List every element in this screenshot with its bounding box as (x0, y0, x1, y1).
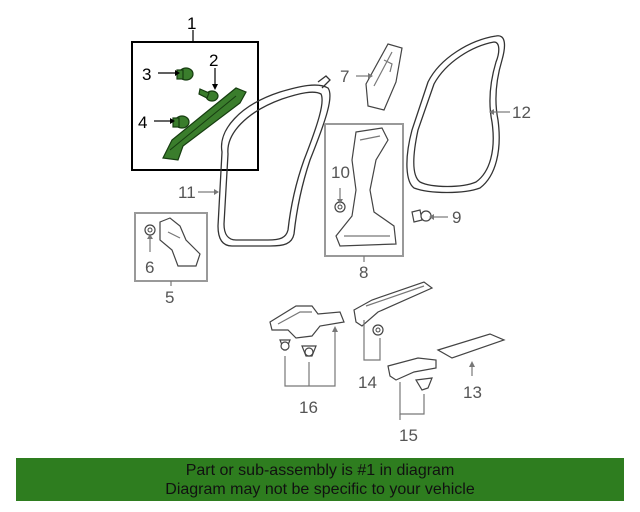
part-16-group[interactable]: 16 (269, 305, 345, 417)
callout-3: 3 (142, 65, 151, 84)
part-1-box (131, 41, 259, 171)
part-11-front-weatherstrip[interactable]: 11 (178, 75, 331, 247)
banner-line-1: Part or sub-assembly is #1 in diagram (185, 462, 455, 479)
callout-5: 5 (165, 288, 174, 307)
part-9-bolt[interactable]: 9 (411, 208, 461, 227)
part-7-upper-trim[interactable]: 7 (340, 43, 403, 111)
callout-6: 6 (145, 258, 154, 277)
callout-10: 10 (331, 163, 350, 182)
callout-13: 13 (463, 383, 482, 402)
part-14-group[interactable]: 14 (353, 281, 434, 392)
callout-2: 2 (209, 51, 218, 70)
part-1-group[interactable]: 1 3 2 4 (131, 14, 259, 171)
callout-4: 4 (138, 113, 147, 132)
part-5-group[interactable]: 6 5 (134, 212, 208, 307)
clip-3 (176, 67, 194, 81)
pillar-garnish (162, 87, 247, 161)
callout-8: 8 (359, 263, 368, 282)
callout-14: 14 (358, 373, 377, 392)
callout-12: 12 (512, 103, 531, 122)
info-banner: Part or sub-assembly is #1 in diagram Di… (16, 458, 624, 501)
part-15-group[interactable]: 15 (387, 357, 437, 445)
clip-2 (198, 88, 219, 102)
part-13-strip[interactable]: 13 (436, 333, 506, 402)
callout-15: 15 (399, 426, 418, 445)
clip-6 (144, 224, 156, 236)
clip-15 (415, 377, 433, 391)
banner-line-2: Diagram may not be specific to your vehi… (165, 481, 475, 498)
callout-11: 11 (178, 183, 196, 202)
clip-16b (301, 345, 317, 357)
callout-7: 7 (340, 67, 349, 86)
part-8-group[interactable]: 10 8 (324, 123, 404, 282)
clip-16a (279, 339, 291, 351)
clip-4 (172, 115, 190, 129)
callout-1: 1 (187, 14, 196, 33)
parts-diagram: 1 3 2 4 11 (131, 14, 531, 445)
callout-16: 16 (299, 398, 318, 417)
part-12-rear-weatherstrip[interactable]: 12 (406, 35, 531, 194)
clip-14 (372, 324, 384, 336)
callout-9: 9 (452, 208, 461, 227)
